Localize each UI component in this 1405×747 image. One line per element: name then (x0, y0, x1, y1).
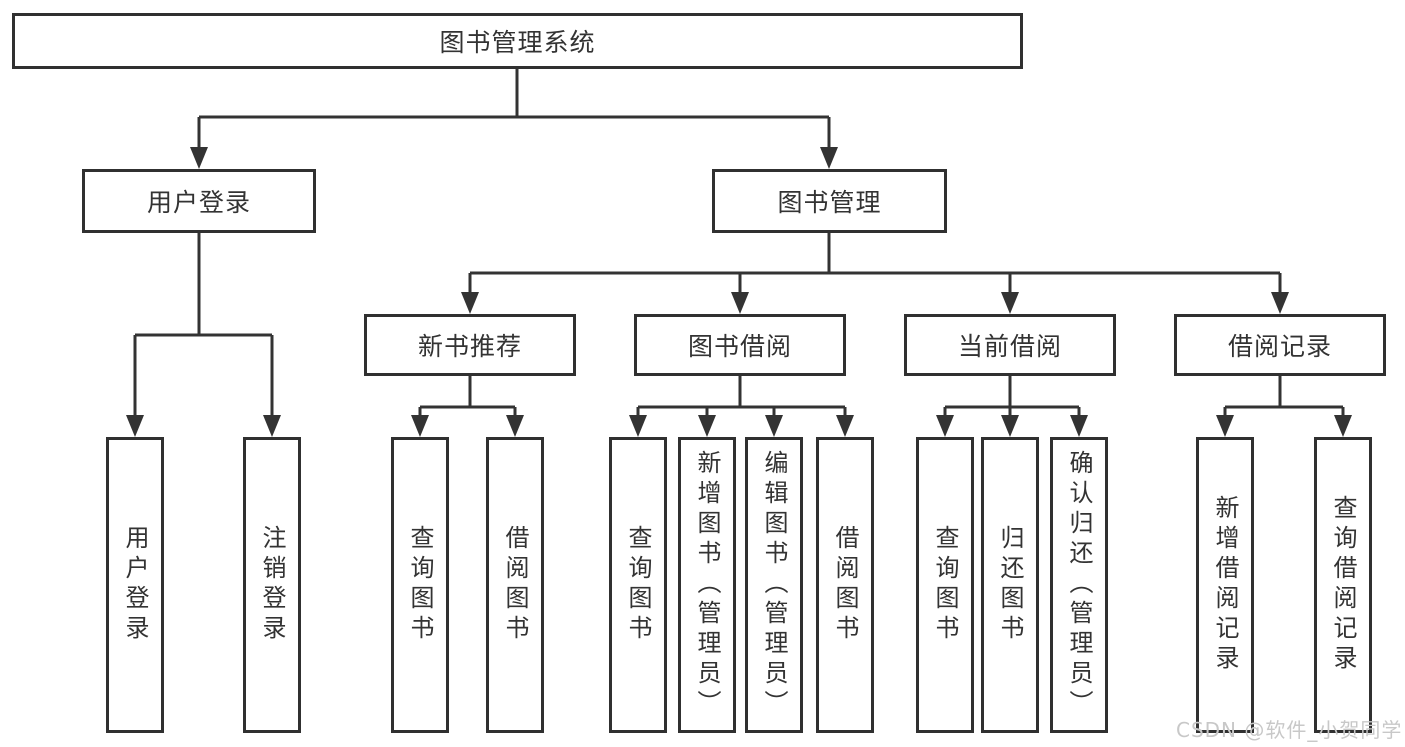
node-book-mgmt-label: 图书管理 (777, 188, 882, 217)
leaf-bb-query-book-label: 查询图书 (624, 525, 652, 645)
leaf-bb-add-book: 新增图书（管理员） (678, 437, 736, 733)
leaf-br-add-record-label: 新增借阅记录 (1211, 495, 1239, 675)
leaf-logout: 注销登录 (243, 437, 301, 733)
leaf-user-login: 用户登录 (106, 437, 164, 733)
node-user-login-label: 用户登录 (146, 188, 251, 217)
node-user-login: 用户登录 (82, 169, 316, 233)
node-root-label: 图书管理系统 (439, 28, 596, 57)
leaf-bb-borrow-book-label: 借阅图书 (831, 525, 859, 645)
leaf-cb-query-book-label: 查询图书 (931, 525, 959, 645)
leaf-cb-query-book: 查询图书 (916, 437, 974, 733)
leaf-cb-confirm-return-label: 确认归还（管理员） (1065, 450, 1093, 720)
node-new-book-rec-label: 新书推荐 (417, 332, 522, 361)
leaf-br-query-record: 查询借阅记录 (1314, 437, 1372, 733)
leaf-bb-add-book-label: 新增图书（管理员） (693, 450, 721, 720)
leaf-nbr-borrow-book: 借阅图书 (486, 437, 544, 733)
leaf-user-login-label: 用户登录 (121, 525, 149, 645)
leaf-nbr-query-book-label: 查询图书 (406, 525, 434, 645)
leaf-cb-confirm-return: 确认归还（管理员） (1050, 437, 1108, 733)
node-root: 图书管理系统 (12, 13, 1023, 69)
node-borrow-record-label: 借阅记录 (1227, 332, 1332, 361)
node-book-borrow: 图书借阅 (634, 314, 846, 376)
leaf-br-add-record: 新增借阅记录 (1196, 437, 1254, 733)
node-book-mgmt: 图书管理 (712, 169, 947, 233)
leaf-bb-borrow-book: 借阅图书 (816, 437, 874, 733)
leaf-br-query-record-label: 查询借阅记录 (1329, 495, 1357, 675)
leaf-bb-edit-book-label: 编辑图书（管理员） (760, 450, 788, 720)
arrowheads (126, 147, 1352, 437)
node-book-borrow-label: 图书借阅 (687, 332, 792, 361)
node-current-borrow: 当前借阅 (904, 314, 1116, 376)
node-borrow-record: 借阅记录 (1174, 314, 1386, 376)
node-current-borrow-label: 当前借阅 (957, 332, 1062, 361)
leaf-nbr-borrow-book-label: 借阅图书 (501, 525, 529, 645)
leaf-cb-return-book-label: 归还图书 (996, 525, 1024, 645)
watermark: CSDN @软件_小贺同学 (1176, 718, 1403, 742)
leaf-cb-return-book: 归还图书 (981, 437, 1039, 733)
node-new-book-rec: 新书推荐 (364, 314, 576, 376)
leaf-nbr-query-book: 查询图书 (391, 437, 449, 733)
leaf-bb-edit-book: 编辑图书（管理员） (745, 437, 803, 733)
leaf-bb-query-book: 查询图书 (609, 437, 667, 733)
leaf-logout-label: 注销登录 (258, 525, 286, 645)
